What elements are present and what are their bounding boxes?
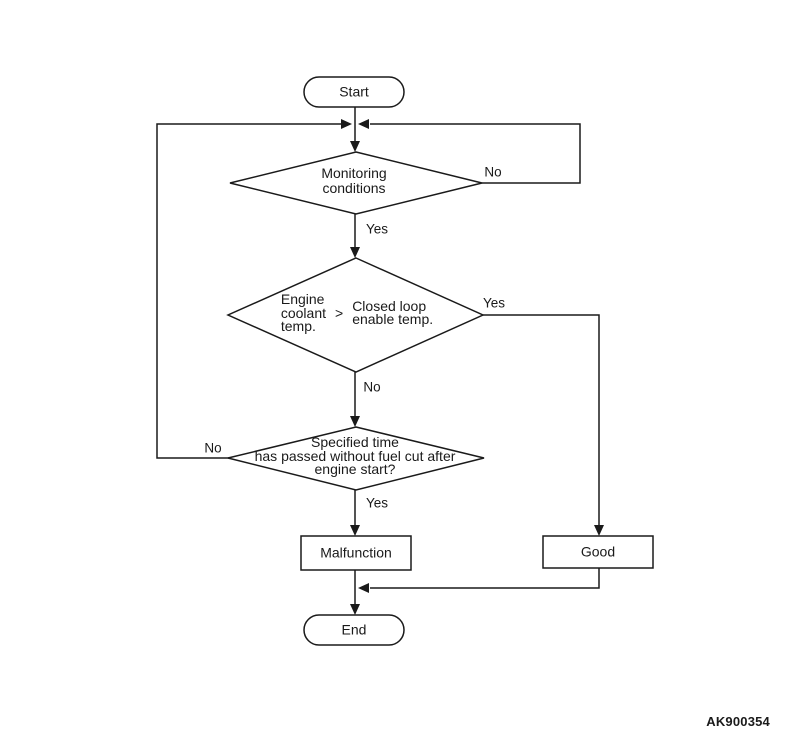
- edge-label-fuelcut-yes: Yes: [365, 495, 389, 511]
- malfunction-node-label: Malfunction: [320, 544, 392, 561]
- connector-no-loop-right: [370, 123, 581, 184]
- coolant-left-line1: Engine: [280, 290, 325, 307]
- arrowhead-down-into-malfunction: [350, 525, 360, 536]
- coolant-left-line2: coolant: [280, 304, 327, 321]
- coolant-right-line1: Closed loop: [352, 297, 427, 314]
- decision-monitoring-line1: Monitoring: [321, 165, 387, 181]
- decision-monitoring-label: Monitoring conditions: [321, 166, 386, 196]
- fuelcut-line3: engine start?: [314, 460, 396, 477]
- figure-id: AK900354: [706, 714, 770, 729]
- good-node-label: Good: [580, 543, 616, 560]
- decision-coolant-operator: >: [335, 304, 344, 321]
- decision-coolant-left-operand: Engine coolant temp.: [280, 290, 327, 334]
- edge-label-coolant-no: No: [363, 379, 381, 395]
- decision-fuelcut-label: Specified time has passed without fuel c…: [254, 433, 456, 477]
- fuelcut-line1: Specified time: [311, 433, 399, 450]
- start-node-label: Start: [339, 83, 369, 100]
- arrowhead-down-into-d3: [350, 416, 360, 427]
- arrowhead-down-into-d2: [350, 247, 360, 258]
- coolant-left-line3: temp.: [280, 317, 316, 334]
- malfunction-node-shape: [300, 535, 412, 571]
- start-node-shape: [303, 76, 405, 108]
- end-node-shape: [303, 614, 405, 646]
- edge-label-monitoring-yes: Yes: [365, 221, 389, 237]
- decision-coolant-shape: [226, 257, 485, 373]
- connector-good-to-merge: [370, 568, 600, 589]
- decision-monitoring-line2: conditions: [322, 180, 386, 196]
- decision-coolant-label: Engine coolant temp. > Closed loop enabl…: [280, 290, 434, 334]
- edge-label-fuelcut-no: No: [204, 440, 222, 456]
- good-node-shape: [542, 535, 654, 569]
- edge-label-coolant-yes: Yes: [482, 295, 506, 311]
- arrowhead-left-junction: [358, 119, 369, 129]
- decision-coolant-right-operand: Closed loop enable temp.: [352, 297, 434, 327]
- connector-d2-yes-to-good: [483, 314, 600, 527]
- decision-monitoring-shape: [229, 151, 483, 215]
- decision-fuelcut-shape: [227, 426, 485, 491]
- coolant-right-line2: enable temp.: [352, 311, 434, 327]
- arrowhead-left-merge: [358, 583, 369, 593]
- connector-no-loop-left: [156, 123, 341, 459]
- arrowhead-down-into-d1: [350, 141, 360, 152]
- arrowhead-down-into-end: [350, 604, 360, 615]
- arrowhead-right-junction: [341, 119, 352, 129]
- fuelcut-line2: has passed without fuel cut after: [254, 447, 456, 464]
- arrowhead-down-into-good: [594, 525, 604, 536]
- end-node-label: End: [341, 621, 367, 638]
- edge-label-monitoring-no: No: [484, 164, 502, 180]
